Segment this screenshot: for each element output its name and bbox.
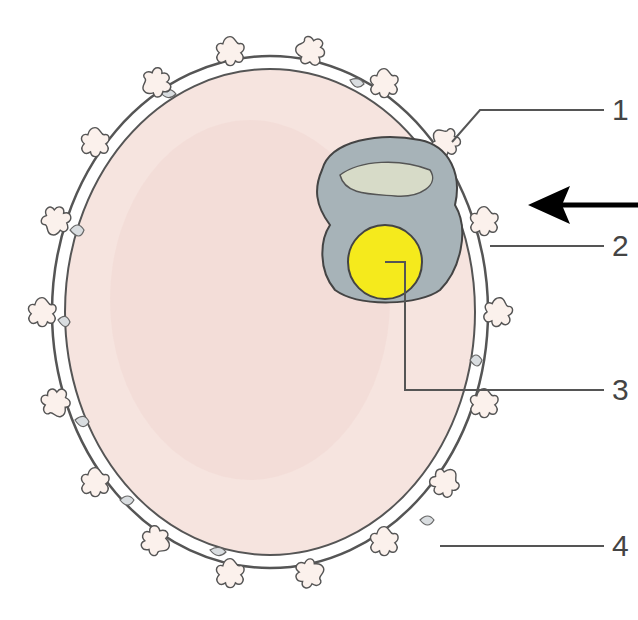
pointer-arrow [528, 186, 638, 224]
follicle-cells [29, 35, 515, 592]
nucleus-surround [317, 137, 462, 302]
zona-cells [58, 79, 482, 556]
callout-number: 3 [612, 372, 629, 408]
callout-number: 2 [612, 228, 629, 264]
callout-number: 4 [612, 528, 629, 564]
callout-number: 1 [612, 92, 629, 128]
leader-lines [385, 110, 604, 546]
outer-membrane [52, 56, 488, 568]
cytoplasm [65, 69, 475, 555]
